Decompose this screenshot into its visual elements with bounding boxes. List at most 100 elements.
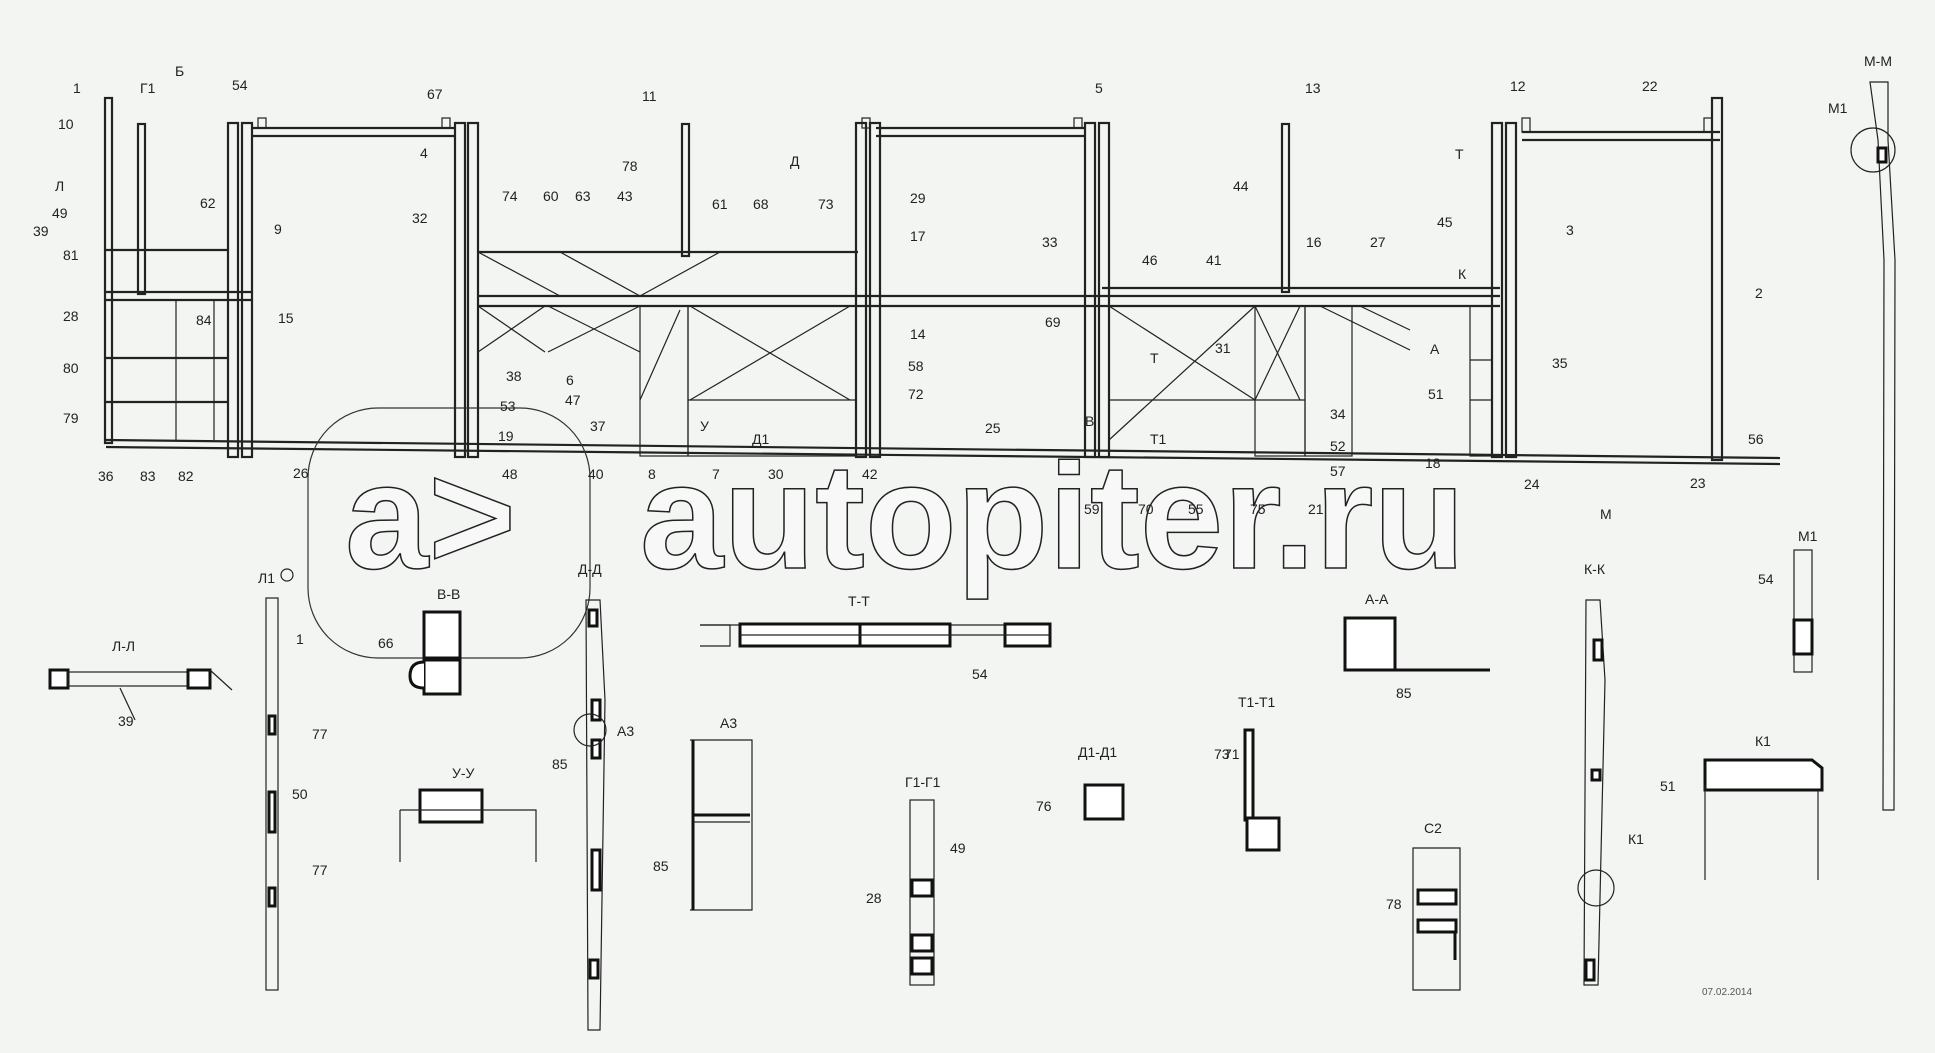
- part-label: 31: [1215, 340, 1231, 356]
- part-label: 83: [140, 468, 156, 484]
- part-label: 49: [52, 205, 68, 221]
- part-label: 26: [293, 465, 309, 481]
- section-title-aa: А-А: [1365, 591, 1389, 607]
- part-label: 46: [1142, 252, 1158, 268]
- section-title-g1g1: Г1-Г1: [905, 774, 941, 790]
- section-title-uu: У-У: [452, 765, 475, 781]
- part-label: 48: [502, 466, 518, 482]
- view-mark: А: [1430, 341, 1440, 357]
- section-title-ll: Л-Л: [112, 638, 136, 654]
- section-title-tt: Т-Т: [848, 593, 870, 609]
- part-label: 76: [1036, 798, 1052, 814]
- part-label: 55: [1188, 501, 1204, 517]
- part-label: 37: [590, 418, 606, 434]
- part-label: 49: [950, 840, 966, 856]
- section-title-a3b: А3: [720, 715, 738, 731]
- part-label: 80: [63, 360, 79, 376]
- part-label: 30: [768, 466, 784, 482]
- part-label: 13: [1305, 80, 1321, 96]
- part-label: 75: [1250, 501, 1266, 517]
- detail-k-k: [1577, 599, 1615, 986]
- section-title-c2: С2: [1424, 820, 1442, 836]
- part-label: 47: [565, 392, 581, 408]
- part-label: 67: [427, 86, 443, 102]
- detail-u-u: [399, 788, 537, 862]
- part-label: 60: [543, 188, 559, 204]
- part-label: 59: [1084, 501, 1100, 517]
- date-stamp: 07.02.2014: [1702, 987, 1752, 998]
- section-title-mm: М-М: [1864, 53, 1892, 69]
- section-title-k1a: К1: [1755, 733, 1771, 749]
- section-title-m1b: М1: [1828, 100, 1848, 116]
- part-label: 16: [1306, 234, 1322, 250]
- part-label: 35: [1552, 355, 1568, 371]
- part-label: 54: [232, 77, 248, 93]
- part-label: 33: [1042, 234, 1058, 250]
- view-mark: Т: [1150, 350, 1159, 366]
- part-label: 54: [972, 666, 988, 682]
- part-label: 19: [498, 428, 514, 444]
- part-label: 54: [1758, 571, 1774, 587]
- part-label: 39: [33, 223, 49, 239]
- part-label: 38: [506, 368, 522, 384]
- part-label: 11: [642, 88, 657, 104]
- part-label: 18: [1425, 455, 1441, 471]
- part-label: 5: [1095, 80, 1103, 96]
- part-label: 34: [1330, 406, 1346, 422]
- view-mark: Т: [1455, 146, 1464, 162]
- part-label: 85: [552, 756, 568, 772]
- part-label: 17: [910, 228, 926, 244]
- part-label: 29: [910, 190, 926, 206]
- part-label: 43: [617, 188, 633, 204]
- section-title-t1t1: Т1-Т1: [1238, 694, 1276, 710]
- part-label: 70: [1138, 501, 1154, 517]
- part-label: 63: [575, 188, 591, 204]
- part-label: 42: [862, 466, 878, 482]
- part-label: 10: [58, 116, 74, 132]
- view-mark: У: [700, 418, 709, 434]
- part-label: 56: [1748, 431, 1764, 447]
- part-label: 73: [1214, 746, 1230, 762]
- part-label: 82: [178, 468, 194, 484]
- part-label: 36: [98, 468, 114, 484]
- detail-k1: [1703, 758, 1824, 880]
- part-label: 69: [1045, 314, 1061, 330]
- view-mark: Д1: [752, 431, 770, 447]
- part-label: 22: [1642, 78, 1658, 94]
- part-label: 39: [118, 713, 134, 729]
- part-label: 9: [274, 221, 282, 237]
- watermark-mark: a>: [345, 432, 516, 600]
- part-label: 81: [63, 247, 79, 263]
- part-label: 2: [1755, 285, 1763, 301]
- view-mark: В: [1085, 413, 1095, 429]
- detail-m-m: [1850, 81, 1896, 811]
- part-label: 15: [278, 310, 294, 326]
- part-label: 68: [753, 196, 769, 212]
- part-label: 62: [200, 195, 216, 211]
- part-label: 14: [910, 326, 926, 342]
- view-mark: К: [1458, 266, 1467, 282]
- part-label: 40: [588, 466, 604, 482]
- detail-d1-d1: [1083, 783, 1125, 821]
- part-label: 78: [1386, 896, 1402, 912]
- part-label: 74: [502, 188, 518, 204]
- part-label: 32: [412, 210, 428, 226]
- part-label: 79: [63, 410, 79, 426]
- part-label: 12: [1510, 78, 1526, 94]
- part-label: 72: [908, 386, 924, 402]
- section-title-kk: К-К: [1584, 561, 1605, 577]
- part-label: 4: [420, 145, 428, 161]
- part-label: 84: [196, 312, 212, 328]
- part-label: 1: [73, 80, 81, 96]
- part-label: 66: [378, 635, 394, 651]
- part-label: 27: [1370, 234, 1386, 250]
- part-label: 85: [1396, 685, 1412, 701]
- part-label: 6: [566, 372, 574, 388]
- part-label: 28: [63, 308, 79, 324]
- part-label: 8: [648, 466, 656, 482]
- view-mark: Т1: [1150, 431, 1167, 447]
- view-mark: Д: [790, 153, 800, 169]
- detail-t1-t1: [1243, 728, 1281, 852]
